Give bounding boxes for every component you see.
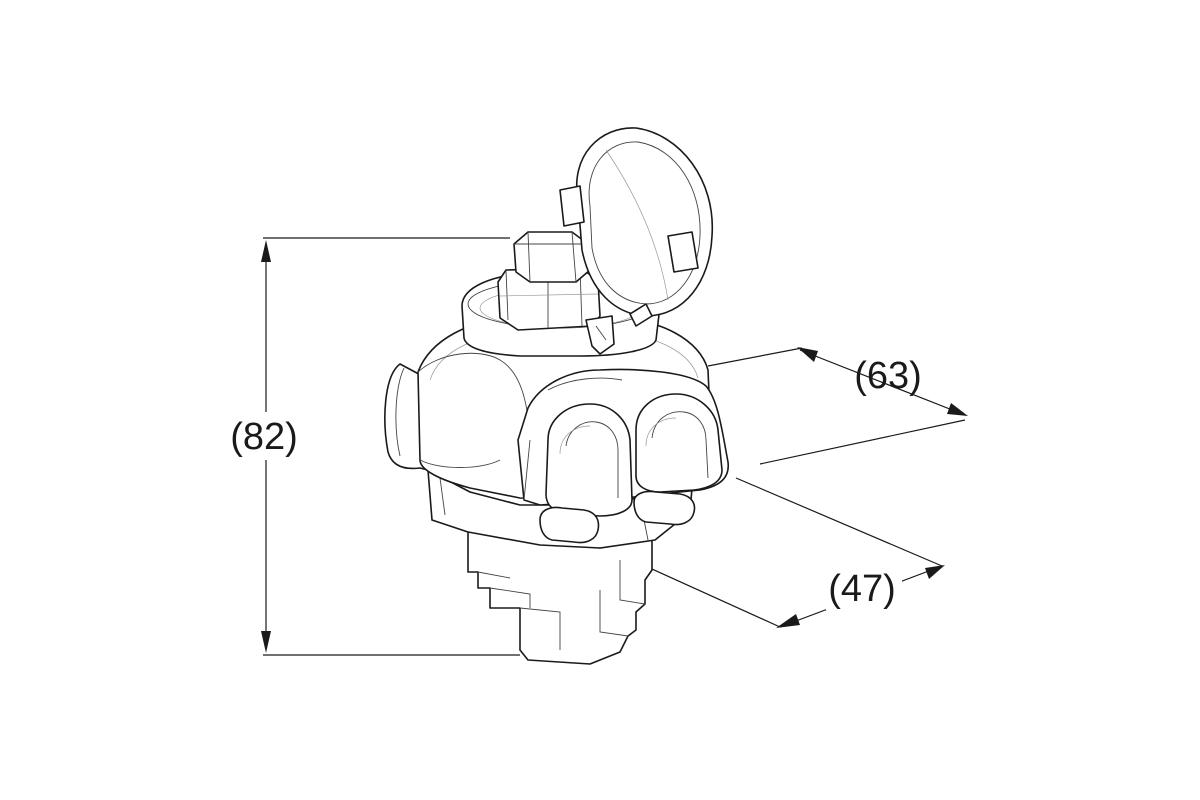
width-arrow-left	[776, 614, 800, 628]
cap-tab-right	[667, 231, 699, 273]
height-arrow-bottom	[261, 631, 271, 653]
width-label: (47)	[828, 568, 896, 610]
depth-arrow-bottom	[947, 403, 968, 416]
hinge-clip	[585, 315, 615, 355]
cap-tab-left	[559, 185, 585, 227]
depth-dimension-line	[799, 349, 966, 416]
height-dimension: (82)	[222, 237, 520, 656]
front-cover	[517, 368, 729, 544]
lower-jaw	[467, 529, 653, 665]
flip-cap	[559, 127, 714, 327]
hex-bolt	[513, 231, 591, 283]
depth-label: (63)	[854, 355, 922, 397]
lower-cable-cups	[539, 490, 696, 544]
connector	[384, 127, 729, 665]
depth-extension-bottom	[759, 419, 966, 465]
depth-arrow-top	[797, 347, 818, 362]
width-arrow-right	[925, 565, 945, 579]
depth-dimension: (63)	[707, 347, 968, 465]
height-label-bg	[222, 412, 310, 460]
nut-base	[497, 267, 601, 331]
right-cable-cup	[635, 393, 723, 493]
height-label: (82)	[230, 416, 298, 458]
left-cable-cup	[545, 403, 633, 517]
width-dimension: (47)	[587, 477, 945, 628]
depth-extension-top	[707, 347, 803, 367]
width-extension-right	[735, 477, 943, 567]
width-label-bg	[826, 566, 902, 610]
height-arrow-top	[261, 240, 271, 262]
